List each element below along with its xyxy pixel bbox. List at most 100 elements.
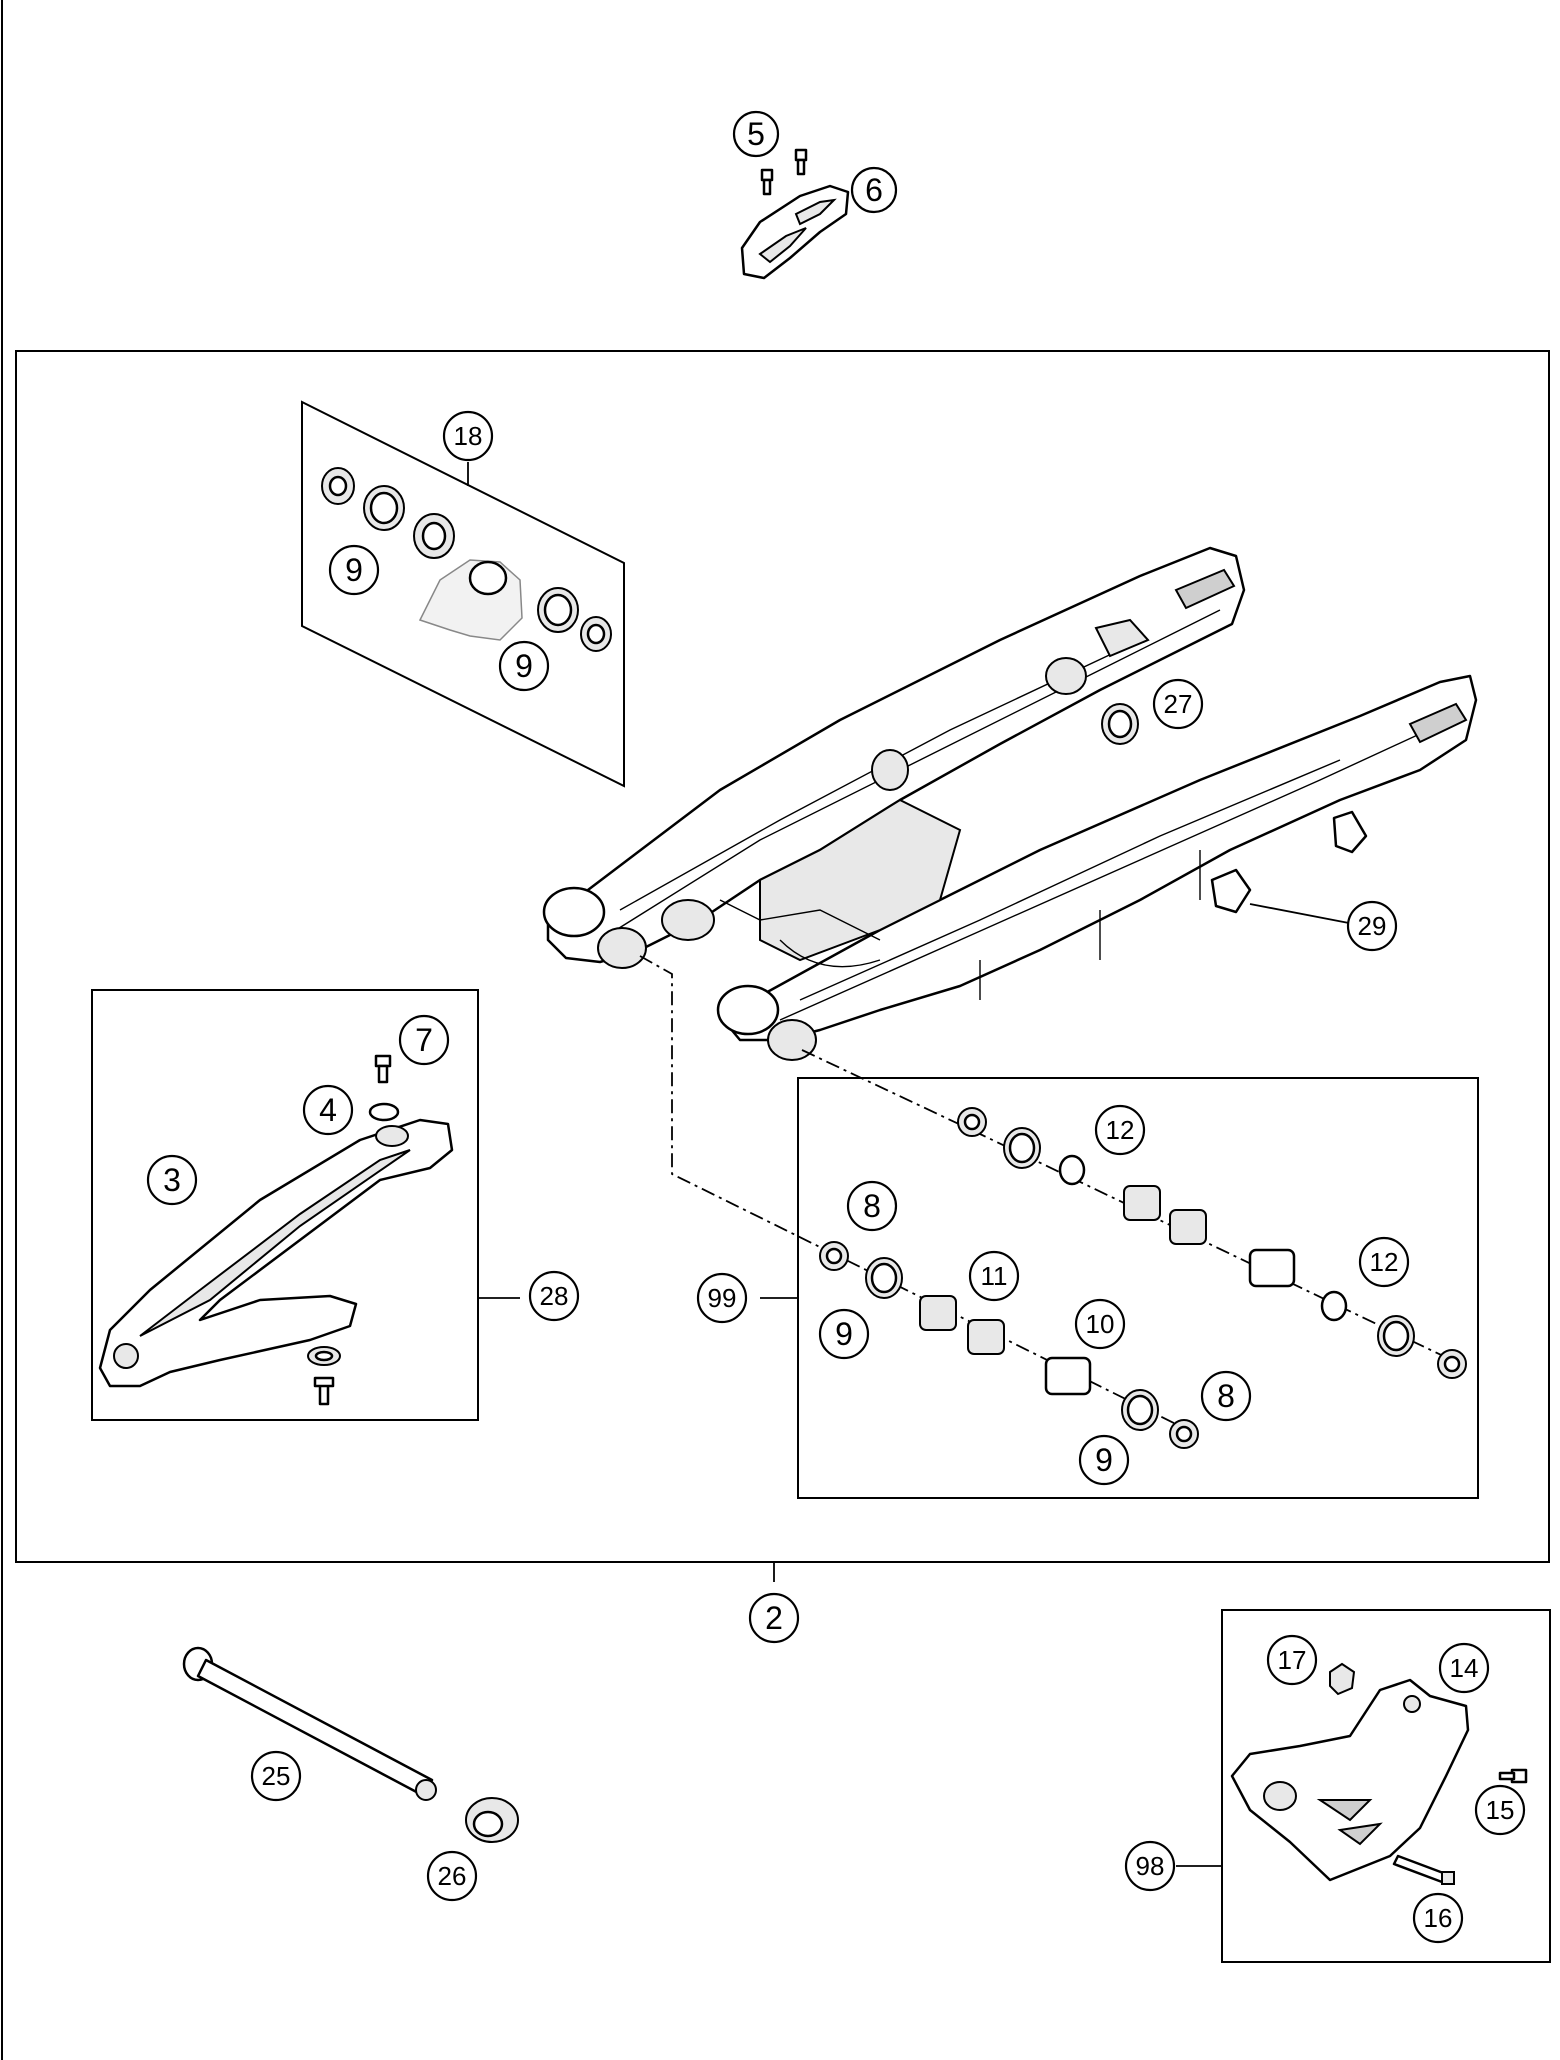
callouts: 5 6 18 9 9 27 29 7 [146,110,1526,1944]
axle-slot-lower [1408,702,1468,744]
svg-text:16: 16 [1424,1903,1453,1933]
bearing-set-box [797,1077,1479,1499]
callout-14: 14 [1438,1642,1490,1694]
chain-slider-slot [758,227,807,264]
bolt-icon [1392,1854,1455,1885]
axle-nut-part [465,1797,519,1843]
svg-text:29: 29 [1358,911,1387,941]
screw-icon [374,1054,392,1084]
bearing-kit-panel [301,400,625,788]
svg-text:9: 9 [835,1316,853,1352]
callout-9c: 9 [818,1308,870,1360]
pivot-end-upper [542,886,606,938]
svg-text:4: 4 [319,1092,337,1128]
callout-99: 99 [696,1272,748,1324]
svg-text:6: 6 [865,172,883,208]
upper-bearing-row [957,1107,1467,1379]
leader-29 [1249,903,1355,925]
callout-9a: 9 [328,544,380,596]
axle-slot-upper [1174,568,1236,610]
callout-17: 17 [1266,1634,1318,1686]
pivot-end-lower [716,984,780,1036]
svg-text:28: 28 [540,1281,569,1311]
callout-9b: 9 [498,640,550,692]
swingarm-axle-part [182,1646,437,1801]
svg-text:9: 9 [345,552,363,588]
svg-text:26: 26 [438,1861,467,1891]
chain-slider-slot-2 [794,198,837,226]
washer-icon [368,1102,400,1122]
lower-bearing-row [819,1241,1199,1449]
chain-guard-part [1230,1678,1470,1882]
screw-icon [760,168,774,196]
spacer-sleeve-icon [1248,1248,1296,1288]
callout-27: 27 [1152,678,1204,730]
svg-text:14: 14 [1450,1653,1479,1683]
callout-4: 4 [302,1084,354,1136]
svg-text:8: 8 [1217,1378,1235,1414]
svg-text:15: 15 [1486,1795,1515,1825]
washer-icon [1058,1154,1086,1186]
bracket-29 [1210,868,1252,914]
svg-text:3: 3 [163,1162,181,1198]
chain-guard-box [1221,1609,1551,1963]
callout-6: 6 [850,166,898,214]
callout-8b: 8 [1200,1370,1252,1422]
chain-slider-group [740,148,850,280]
svg-text:11: 11 [981,1261,1008,1291]
svg-text:25: 25 [262,1761,291,1791]
bearing-kit-parts [321,467,612,652]
callout-98: 98 [1124,1840,1176,1892]
svg-text:5: 5 [747,116,765,152]
svg-text:9: 9 [1095,1442,1113,1478]
washer-icon [1320,1290,1348,1322]
svg-text:98: 98 [1136,1851,1165,1881]
callout-5: 5 [732,110,780,158]
swingarm-assembly-box [15,350,1550,1563]
svg-text:12: 12 [1106,1115,1135,1145]
callout-10: 10 [1074,1298,1126,1350]
callout-28: 28 [528,1270,580,1322]
callout-12a: 12 [1094,1104,1146,1156]
chain-guide-box [91,989,479,1421]
screw-icon [1498,1768,1528,1784]
callout-2: 2 [748,1592,800,1644]
needle-bearing-icon [967,1319,1005,1355]
swingarm-part [542,546,1478,1061]
svg-text:9: 9 [515,648,533,684]
screw-icon [794,148,808,176]
svg-text:10: 10 [1086,1309,1115,1339]
callout-12b: 12 [1358,1236,1410,1288]
nut-icon [1329,1662,1356,1696]
screw-icon [313,1376,335,1406]
svg-text:17: 17 [1278,1645,1307,1675]
svg-text:7: 7 [415,1022,433,1058]
needle-bearing-icon [919,1295,957,1331]
callout-3: 3 [146,1154,198,1206]
callout-29: 29 [1346,900,1398,952]
callout-7: 7 [398,1014,450,1066]
spacer-sleeve-icon [1044,1356,1092,1396]
bracket-top [1094,618,1150,658]
svg-text:2: 2 [765,1600,783,1636]
needle-bearing-icon [1169,1209,1207,1245]
callout-25: 25 [250,1750,302,1802]
needle-bearing-icon [1123,1185,1161,1221]
svg-text:8: 8 [863,1188,881,1224]
callout-8a: 8 [846,1180,898,1232]
axis-line-lower [639,955,1201,1437]
svg-text:27: 27 [1164,689,1193,719]
callout-16: 16 [1412,1892,1464,1944]
svg-text:99: 99 [708,1283,737,1313]
callout-18: 18 [442,410,494,462]
svg-text:18: 18 [454,421,483,451]
svg-text:12: 12 [1370,1247,1399,1277]
callout-26: 26 [426,1850,478,1902]
bracket [1332,810,1368,854]
callout-15: 15 [1474,1784,1526,1836]
callout-11: 11 [968,1250,1020,1302]
callout-9d: 9 [1078,1434,1130,1486]
chain-guide-part [98,1118,454,1388]
